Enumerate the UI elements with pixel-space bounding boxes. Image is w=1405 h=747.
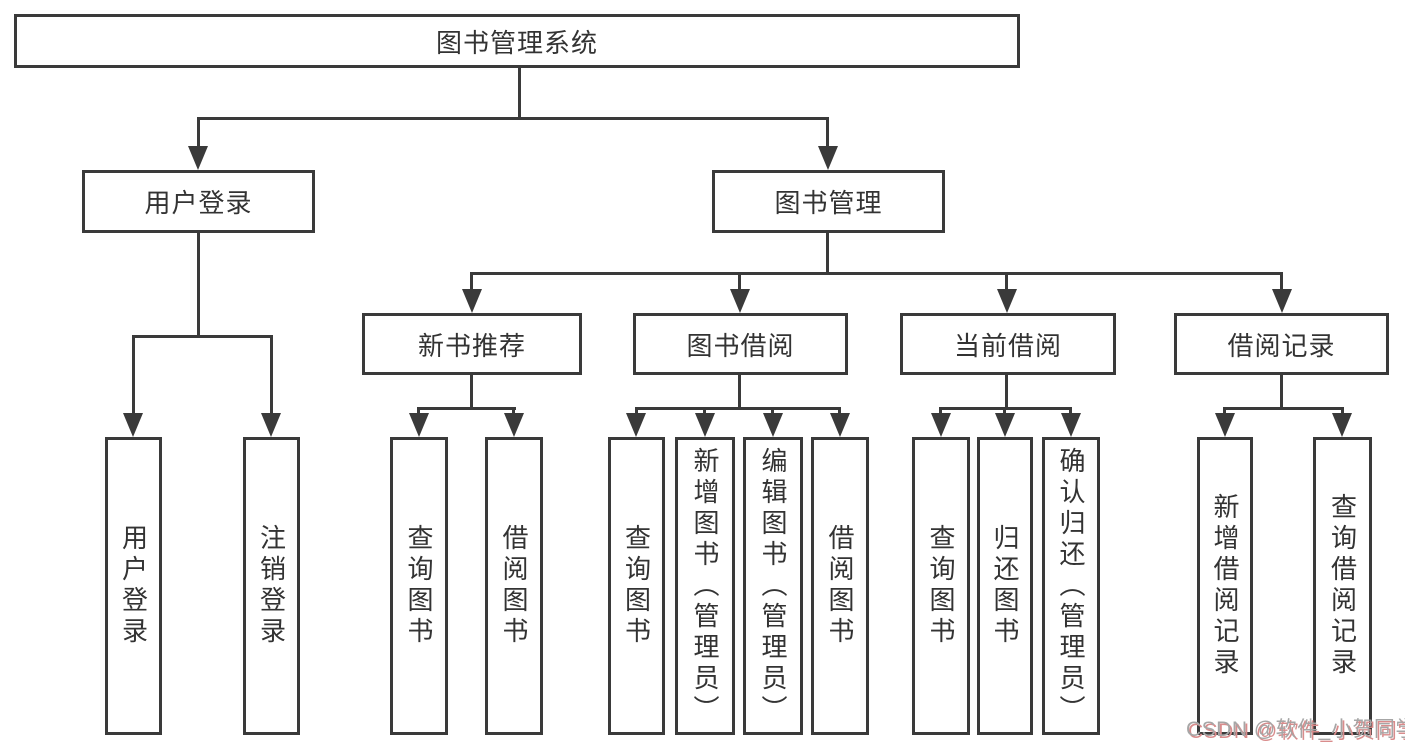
connector-line [1280, 375, 1283, 407]
leaf-current-return-book: 归还图书 [977, 437, 1033, 735]
arrow-down-icon [504, 413, 524, 437]
connector-line [1005, 375, 1008, 407]
arrow-down-icon [1272, 289, 1292, 313]
connector-line [1005, 272, 1008, 293]
node-root-system: 图书管理系统 [14, 14, 1020, 68]
node-label: 确认归还（管理员） [1056, 446, 1086, 726]
connector-line [197, 233, 200, 335]
node-label: 新书推荐 [417, 330, 526, 361]
arrow-down-icon [695, 413, 715, 437]
arrow-down-icon [261, 413, 281, 437]
leaf-records-query-record: 查询借阅记录 [1313, 437, 1372, 735]
arrow-down-icon [462, 289, 482, 313]
node-book-borrow: 图书借阅 [633, 313, 848, 375]
connector-line [826, 117, 829, 150]
connector-line [470, 272, 473, 293]
node-label: 当前借阅 [953, 330, 1062, 361]
leaf-newbooks-query-book: 查询图书 [390, 437, 448, 735]
node-label: 归还图书 [990, 524, 1020, 648]
arrow-down-icon [830, 413, 850, 437]
arrow-down-icon [995, 413, 1015, 437]
node-book-management: 图书管理 [712, 170, 945, 233]
connector-line [939, 407, 942, 417]
node-label: 图书管理系统 [435, 27, 598, 58]
connector-line [197, 117, 829, 120]
node-borrow-records: 借阅记录 [1174, 313, 1389, 375]
node-label: 新增图书（管理员） [690, 446, 720, 726]
connector-line [270, 335, 273, 417]
node-label: 查询图书 [404, 524, 434, 648]
connector-line [512, 407, 515, 417]
leaf-newbooks-borrow-book: 借阅图书 [485, 437, 543, 735]
arrow-down-icon [931, 413, 951, 437]
node-label: 编辑图书（管理员） [758, 446, 788, 726]
node-label: 图书借阅 [686, 330, 795, 361]
node-label: 借阅记录 [1227, 330, 1336, 361]
connector-line [1223, 407, 1226, 417]
csdn-watermark: CSDN @软件_小贺同学 [1186, 718, 1405, 741]
arrow-down-icon [1061, 413, 1081, 437]
arrow-down-icon [730, 289, 750, 313]
node-label: 图书管理 [774, 188, 883, 218]
node-current-borrow: 当前借阅 [900, 313, 1116, 375]
node-label: 借阅图书 [499, 524, 529, 648]
connector-line [771, 407, 774, 417]
connector-line [470, 272, 1283, 275]
connector-line [1003, 407, 1006, 417]
arrow-down-icon [123, 413, 143, 437]
node-user-login: 用户登录 [82, 170, 315, 233]
arrow-down-icon [1215, 413, 1235, 437]
node-label: 查询借阅记录 [1327, 493, 1358, 679]
arrow-down-icon [818, 146, 838, 170]
connector-line [738, 375, 741, 407]
arrow-down-icon [763, 413, 783, 437]
connector-line [518, 68, 521, 117]
arrow-down-icon [409, 413, 429, 437]
connector-line [703, 407, 706, 417]
leaf-user-login: 用户登录 [105, 437, 162, 735]
node-label: 查询图书 [621, 524, 652, 648]
leaf-records-add-record: 新增借阅记录 [1197, 437, 1253, 735]
leaf-borrow-borrow-book: 借阅图书 [811, 437, 869, 735]
connector-line [470, 375, 473, 407]
connector-line [738, 272, 741, 293]
node-label: 查询图书 [926, 524, 956, 648]
leaf-current-query-book: 查询图书 [912, 437, 970, 735]
connector-line [1223, 407, 1344, 410]
node-label: 用户登录 [144, 188, 253, 218]
node-label: 用户登录 [118, 524, 149, 648]
connector-line [132, 335, 135, 417]
connector-line [838, 407, 841, 417]
connector-line [417, 407, 420, 417]
leaf-borrow-query-book: 查询图书 [608, 437, 665, 735]
leaf-borrow-edit-book-admin: 编辑图书（管理员） [743, 437, 803, 735]
connector-line [132, 335, 273, 338]
leaf-borrow-add-book-admin: 新增图书（管理员） [675, 437, 735, 735]
arrow-down-icon [1332, 413, 1352, 437]
connector-line [197, 117, 200, 150]
node-new-book-recommend: 新书推荐 [362, 313, 582, 375]
node-label: 注销登录 [256, 524, 287, 648]
leaf-current-confirm-return-admin: 确认归还（管理员） [1042, 437, 1100, 735]
connector-line [1280, 272, 1283, 293]
arrow-down-icon [997, 289, 1017, 313]
connector-line [635, 407, 841, 410]
connector-line [635, 407, 638, 417]
connector-line [1069, 407, 1072, 417]
leaf-logout: 注销登录 [243, 437, 300, 735]
node-label: 借阅图书 [825, 524, 855, 648]
arrow-down-icon [626, 413, 646, 437]
node-label: 新增借阅记录 [1210, 493, 1240, 679]
connector-line [417, 407, 516, 410]
arrow-down-icon [188, 146, 208, 170]
connector-line [826, 233, 829, 272]
connector-line [1341, 407, 1344, 417]
